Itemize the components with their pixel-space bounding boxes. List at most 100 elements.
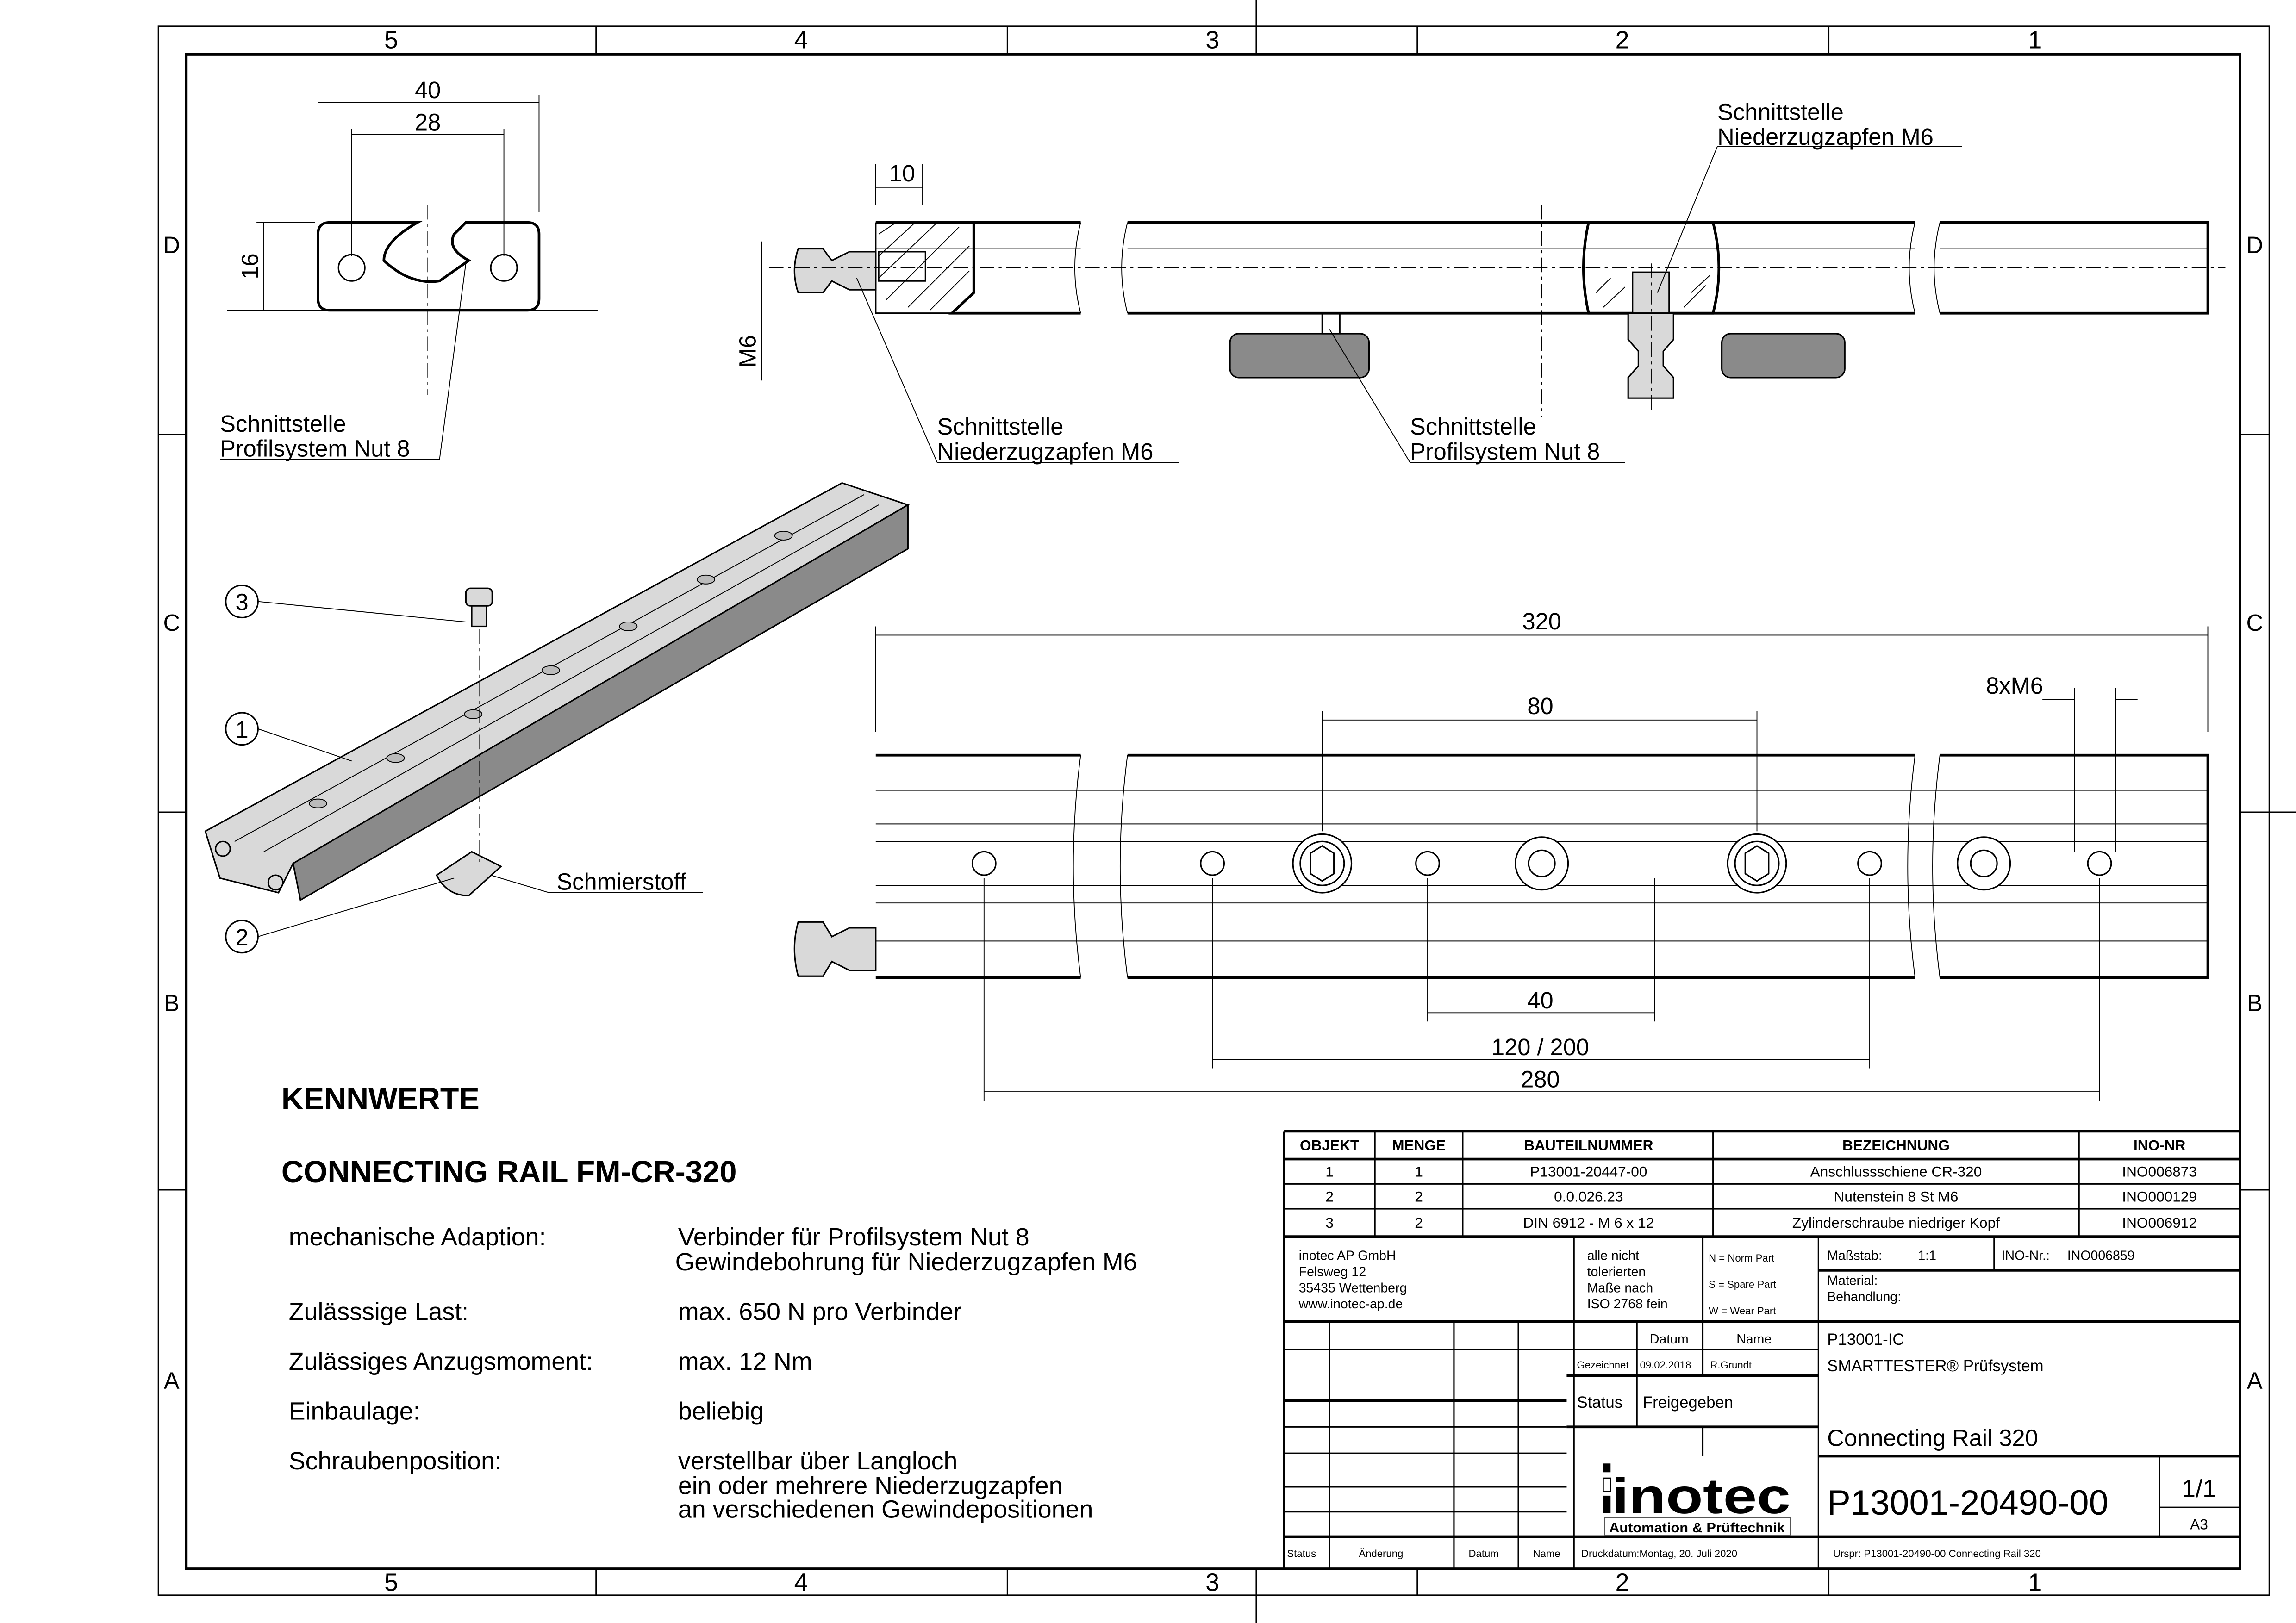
kennwerte-value: max. 12 Nm	[678, 1348, 812, 1375]
kennwerte-label: Einbaulage:	[289, 1397, 420, 1425]
origin-file: Urspr: P13001-20490-00 Connecting Rail 3…	[1833, 1548, 2041, 1560]
callout-pin-left-2: Niederzugzapfen M6	[937, 438, 1154, 465]
parts-cell: Nutenstein 8 St M6	[1834, 1188, 1959, 1205]
zone-4-top: 4	[794, 26, 808, 54]
callout-pin-left-1: Schnittstelle	[937, 413, 1064, 440]
callout-pin-top-1: Schnittstelle	[1717, 99, 1844, 125]
company-city: 35435 Wettenberg	[1299, 1281, 1407, 1295]
kennwerte-value: beliebig	[678, 1397, 764, 1425]
status-value: Freigegeben	[1643, 1394, 1733, 1412]
kennwerte-label: Zulässsige Last:	[289, 1298, 468, 1325]
kennwerte-label: Zulässiges Anzugsmoment:	[289, 1348, 593, 1375]
drawing-frame: 5 4 3 2 1 5 4 3 2 1 D C B A D C B A	[157, 0, 2296, 1623]
zone-2-bottom: 2	[1616, 1568, 1629, 1596]
status-label: Status	[1577, 1394, 1623, 1412]
parts-cell: P13001-20447-00	[1530, 1163, 1647, 1180]
logo-tagline: Automation & Prüftechnik	[1609, 1520, 1785, 1536]
ino-value: INO006859	[2067, 1249, 2135, 1263]
company-street: Felsweg 12	[1299, 1265, 1366, 1280]
dim-total-length: 320	[1522, 608, 1561, 634]
title-block: inotec AP GmbH Felsweg 12 35435 Wettenbe…	[1284, 1237, 2240, 1569]
zone-3-top: 3	[1205, 26, 1219, 54]
parts-cell: 1	[1325, 1163, 1334, 1180]
tolerance-note: alle nicht	[1587, 1249, 1639, 1263]
balloon-2: 2	[235, 924, 248, 951]
parts-cell: 1	[1415, 1163, 1423, 1180]
kennwerte-label: mechanische Adaption:	[289, 1223, 546, 1251]
tolerance-note: Maße nach	[1587, 1281, 1653, 1295]
zone-c-right: C	[2246, 609, 2263, 636]
zone-2-top: 2	[1616, 26, 1629, 54]
profile-view: 40 28 16 Schnittstelle Profilsystem Nut …	[220, 77, 598, 462]
kennwerte-subheading: CONNECTING RAIL FM-CR-320	[281, 1155, 737, 1189]
callout-profile-nut-1: Schnittstelle	[220, 410, 346, 437]
isometric-view: 3 1 2 Schmierstoff	[204, 482, 910, 954]
zone-d-right: D	[2246, 232, 2263, 258]
dim-thread-m6: M6	[735, 335, 761, 367]
paper-format: A3	[2190, 1516, 2208, 1533]
parts-cell: Zylinderschraube niedriger Kopf	[1792, 1214, 2000, 1231]
parts-cell: 2	[1415, 1188, 1423, 1205]
rev-header-date: Datum	[1469, 1548, 1499, 1560]
callout-lubricant: Schmierstoff	[556, 869, 686, 895]
zone-c-left: C	[163, 609, 180, 636]
project-number: P13001-IC	[1827, 1331, 1904, 1349]
zone-5-top: 5	[384, 26, 398, 54]
kennwerte-value: an verschiedenen Gewindepositionen	[678, 1495, 1093, 1523]
callout-nut-mid-1: Schnittstelle	[1410, 413, 1536, 440]
zone-4-bottom: 4	[794, 1568, 808, 1596]
parts-header: INO-NR	[2134, 1137, 2186, 1154]
print-date: Druckdatum:Montag, 20. Juli 2020	[1581, 1548, 1737, 1560]
zone-1-top: 1	[2028, 26, 2042, 54]
callout-nut-mid-2: Profilsystem Nut 8	[1410, 438, 1600, 465]
zone-b-right: B	[2247, 990, 2263, 1016]
sheet-number: 1/1	[2182, 1475, 2216, 1503]
parts-cell: 0.0.026.23	[1554, 1188, 1623, 1205]
callout-profile-nut-2: Profilsystem Nut 8	[220, 435, 410, 462]
scale-value: 1:1	[1918, 1249, 1936, 1263]
treatment-label: Behandlung:	[1827, 1289, 1901, 1304]
parts-cell: INO006912	[2122, 1214, 2197, 1231]
datum-header: Datum	[1650, 1332, 1689, 1347]
parts-cell: 2	[1325, 1188, 1334, 1205]
parts-header: OBJEKT	[1300, 1137, 1359, 1154]
zone-a-left: A	[164, 1368, 180, 1394]
top-view: 320 80 8xM6 40 120 / 200 280	[793, 608, 2209, 1101]
tolerance-note: tolerierten	[1587, 1265, 1646, 1280]
company-website: www.inotec-ap.de	[1298, 1297, 1403, 1312]
kennwerte-value: Gewindebohrung für Niederzugzapfen M6	[675, 1248, 1137, 1276]
rev-header-change: Änderung	[1359, 1548, 1403, 1560]
parts-cell: DIN 6912 - M 6 x 12	[1523, 1214, 1654, 1231]
part-type-wear: W = Wear Part	[1709, 1305, 1776, 1317]
callout-pin-top-2: Niederzugzapfen M6	[1717, 124, 1934, 150]
balloon-1: 1	[235, 716, 248, 743]
drawn-name: R.Grundt	[1710, 1359, 1752, 1371]
zone-1-bottom: 1	[2028, 1568, 2042, 1596]
tolerance-note: ISO 2768 fein	[1587, 1297, 1668, 1312]
dim-stud-offset: 10	[889, 160, 915, 187]
company-name: inotec AP GmbH	[1299, 1249, 1396, 1263]
ino-label: INO-Nr.:	[2002, 1249, 2050, 1263]
dim-slot-spacing: 28	[415, 109, 441, 135]
part-type-norm: N = Norm Part	[1709, 1252, 1774, 1264]
drawn-label: Gezeichnet	[1577, 1359, 1629, 1371]
kennwerte-value: verstellbar über Langloch	[678, 1447, 958, 1475]
dim-hole-spacing: 40	[1527, 987, 1553, 1014]
dim-hole-span: 120 / 200	[1491, 1034, 1589, 1060]
kennwerte-value: Verbinder für Profilsystem Nut 8	[678, 1223, 1029, 1251]
scale-label: Maßstab:	[1827, 1249, 1882, 1263]
dim-outer-hole-span: 280	[1521, 1066, 1560, 1093]
kennwerte-value: ein oder mehrere Niederzugzapfen	[678, 1472, 1063, 1500]
material-label: Material:	[1827, 1274, 1878, 1288]
parts-cell: 3	[1325, 1214, 1334, 1231]
zone-5-bottom: 5	[384, 1568, 398, 1596]
parts-header: MENGE	[1392, 1137, 1446, 1154]
dim-screw-spacing: 80	[1527, 693, 1553, 719]
balloon-3: 3	[235, 589, 248, 616]
parts-header: BEZEICHNUNG	[1842, 1137, 1950, 1154]
kennwerte-label: Schraubenposition:	[289, 1447, 502, 1475]
zone-3-bottom: 3	[1205, 1568, 1219, 1596]
zone-a-right: A	[2247, 1368, 2263, 1394]
parts-cell: Anschlussschiene CR-320	[1810, 1163, 1982, 1180]
